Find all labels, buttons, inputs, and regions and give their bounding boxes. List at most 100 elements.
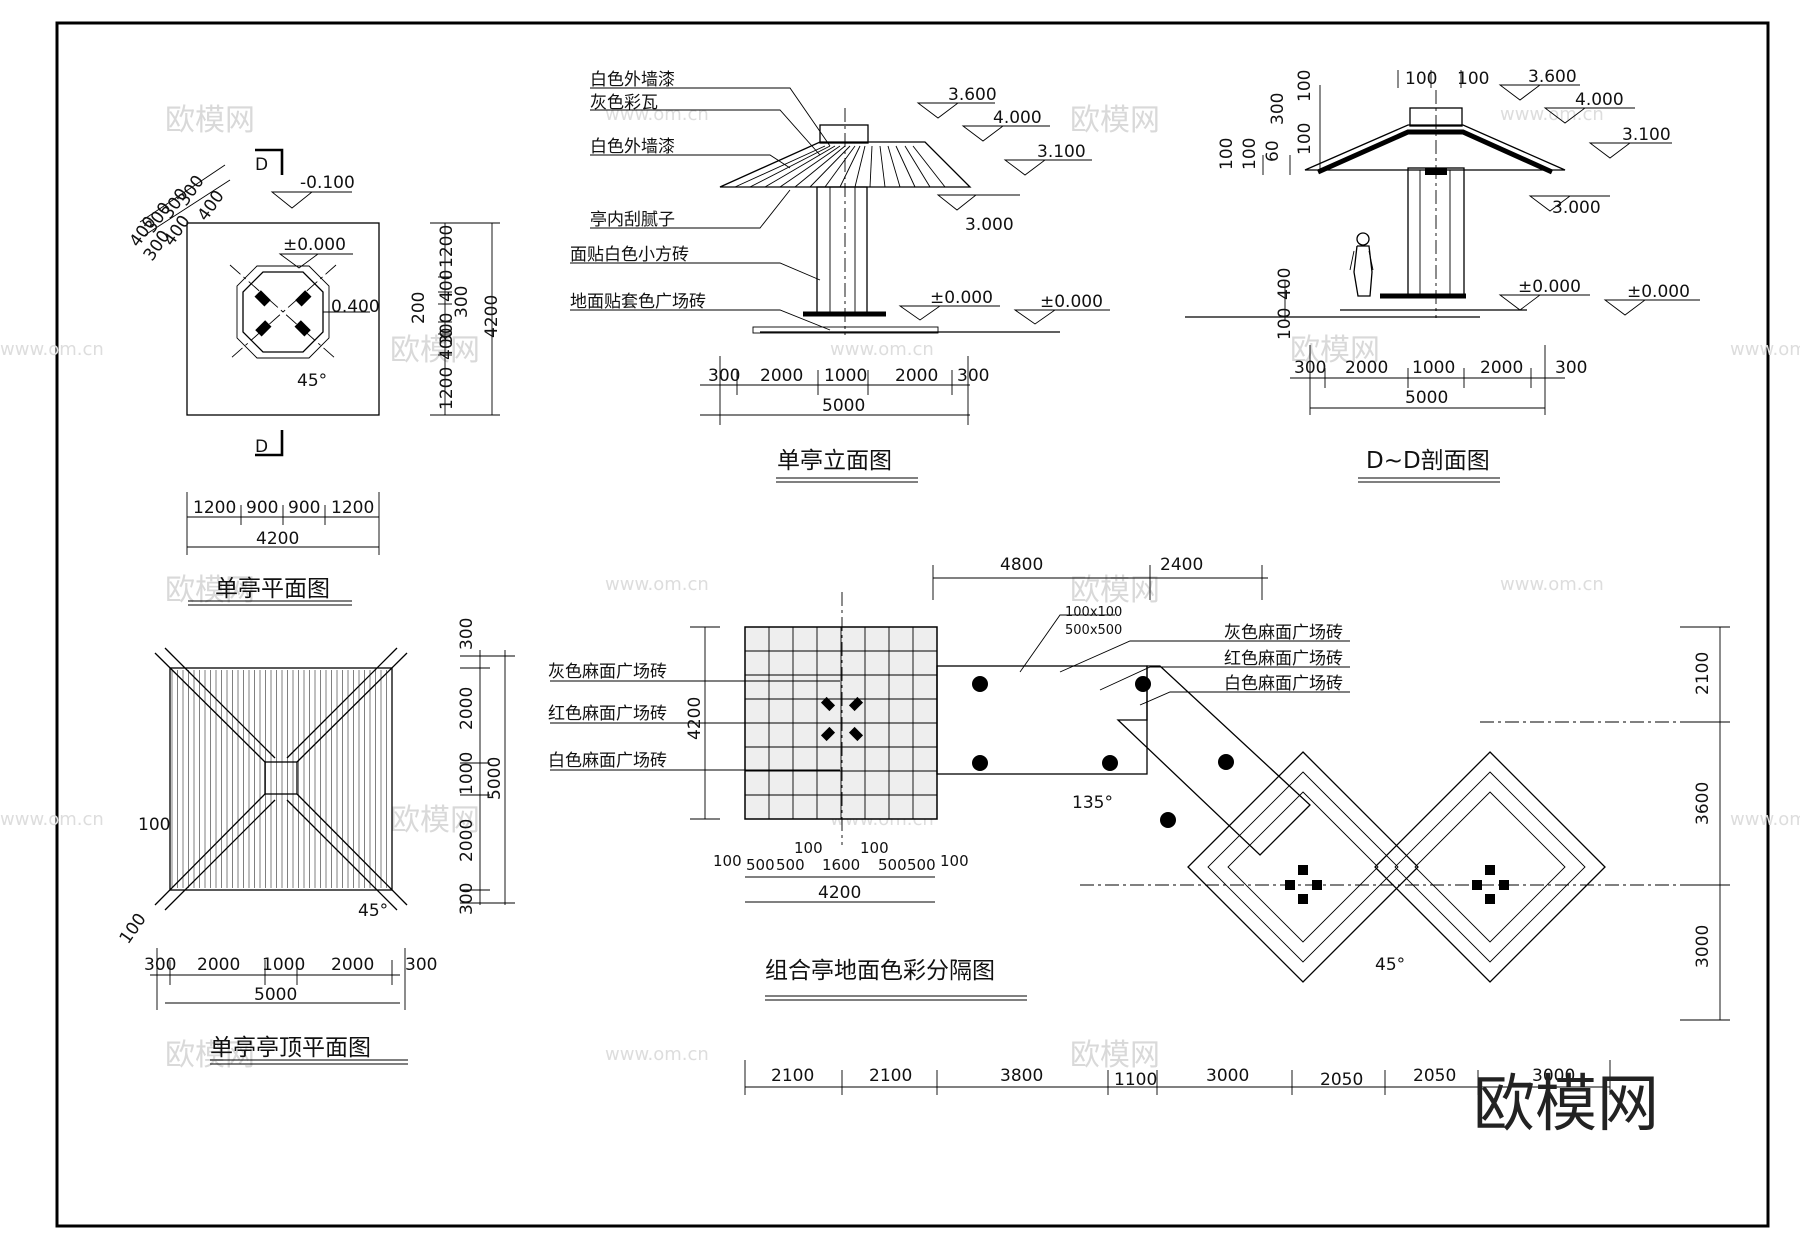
combo-under-dim: 100 [860, 839, 889, 857]
section-level: ±0.000 [1627, 282, 1690, 302]
single-plan-title: 单亭平面图 [215, 576, 330, 602]
watermark-layer: 欧模网 欧模网 欧模网 欧模网 欧模网 欧模网 欧模网 欧模网 欧模网 www.… [0, 103, 1800, 1073]
combo-under-dim: 500 [878, 856, 907, 874]
elevation-drawing [570, 87, 1110, 483]
combo-bottom-dim: 2050 [1413, 1066, 1456, 1086]
plan-section-mark-bottom: D [255, 437, 268, 457]
elevation-labels: 白色外墙漆 灰色彩瓦 白色外墙漆 亭内刮腻子 面贴白色小方砖 地面贴套色广场砖 … [570, 70, 1103, 416]
combo-title: 组合亭地面色彩分隔图 [765, 958, 995, 984]
combo-angle: 135° [1072, 793, 1113, 813]
plan-right-side-dim: 200 [409, 292, 429, 324]
plan-diag-dims: 400 300 300 300 300 400 400 [126, 172, 229, 265]
watermark-site: www.om.cn [605, 104, 709, 125]
elevation-label: 面贴白色小方砖 [570, 245, 689, 265]
roof-right-dim: 2000 [457, 687, 477, 730]
section-drawing [1185, 70, 1700, 483]
watermark-logo: 欧模网 [1473, 1067, 1659, 1140]
combo-under-dim: 100 [713, 852, 742, 870]
plan-bottom-dim: 1200 [331, 498, 374, 518]
roof-right-dim: 1000 [457, 752, 477, 795]
section-base-dim: 400 [1275, 268, 1295, 300]
section-left-dim: 100 [1295, 123, 1315, 155]
plan-level-top: -0.100 [300, 173, 355, 193]
combo-tile-note: 100x100 [1065, 605, 1122, 620]
combo-left-label: 灰色麻面广场砖 [548, 662, 667, 682]
combo-left-label: 白色麻面广场砖 [548, 751, 667, 771]
section-dim: 2000 [1345, 358, 1388, 378]
combo-bottom-dim: 3800 [1000, 1066, 1043, 1086]
combo-bottom-dim: 1100 [1114, 1070, 1157, 1090]
plan-angle: 45° [297, 371, 327, 391]
combo-right-label: 灰色麻面广场砖 [1224, 623, 1343, 643]
watermark-brand: 欧模网 [390, 333, 480, 368]
watermark-site: www.om.cn [0, 339, 104, 360]
single-plan-drawing [139, 148, 500, 606]
plan-right-dim: 400 [437, 328, 457, 360]
combo-under-dim: 500 [746, 856, 775, 874]
section-dim: 1000 [1412, 358, 1455, 378]
combo-right-dim: 3600 [1693, 782, 1713, 825]
watermark-site: www.om.cn [830, 339, 934, 360]
plan-right-dim: 300 [437, 313, 457, 345]
elevation-level: 4.000 [993, 108, 1042, 128]
elevation-label: 地面贴套色广场砖 [570, 292, 706, 312]
plan-right-dim: 1200 [437, 367, 457, 410]
combo-under-dim: 1600 [822, 856, 860, 874]
section-total: 5000 [1405, 388, 1448, 408]
sheet-border [55, 21, 1770, 1228]
combo-left-label: 红色麻面广场砖 [548, 704, 667, 724]
combo-under-total: 4200 [818, 883, 861, 903]
roof-bottom-dim: 2000 [197, 955, 240, 975]
section-left-dim: 300 [1268, 93, 1288, 125]
combo-left-total: 4200 [685, 697, 705, 740]
watermark-site: www.om.cn [1730, 339, 1800, 360]
section-title: D~D剖面图 [1366, 448, 1490, 474]
plan-level-floor: ±0.000 [283, 235, 346, 255]
section-labels: 100 100 100 300 100 100 60 100 3.600 4.0… [1217, 67, 1690, 408]
combo-right-label: 红色麻面广场砖 [1224, 649, 1343, 669]
watermark-site: www.om.cn [605, 574, 709, 595]
section-dim: 300 [1555, 358, 1587, 378]
combo-drawing [550, 565, 1730, 1095]
elevation-level: 3.600 [948, 85, 997, 105]
elevation-dim: 2000 [760, 366, 803, 386]
section-left-dim: 100 [1295, 70, 1315, 102]
watermark-brand: 欧模网 [390, 803, 480, 838]
combo-bottom-dim: 2050 [1320, 1070, 1363, 1090]
plan-right-total: 4200 [482, 295, 502, 338]
combo-tile-note: 500x500 [1065, 623, 1122, 638]
elevation-label: 白色外墙漆 [590, 137, 675, 157]
watermark-site: www.om.cn [1500, 104, 1604, 125]
section-left-dim: 100 [1217, 138, 1237, 170]
watermark-site: www.om.cn [1500, 574, 1604, 595]
roof-bottom-dim: 1000 [262, 955, 305, 975]
elevation-total: 5000 [822, 396, 865, 416]
roof-right-dim: 300 [457, 618, 477, 650]
section-top-dim: 100 [1405, 69, 1437, 89]
roof-right-dim: 2000 [457, 819, 477, 862]
plan-right-dim: 400 [437, 270, 457, 302]
combo-under-dim: 500 [907, 856, 936, 874]
elevation-dim: 300 [708, 366, 740, 386]
section-dim: 2000 [1480, 358, 1523, 378]
plan-section-mark-top: D [255, 155, 268, 175]
section-level: ±0.000 [1518, 277, 1581, 297]
elevation-level: 3.000 [965, 215, 1014, 235]
watermark-brand: 欧模网 [165, 573, 255, 608]
watermark-site: www.om.cn [0, 809, 104, 830]
plan-bottom-total: 4200 [256, 529, 299, 549]
watermark-brand: 欧模网 [1070, 1038, 1160, 1073]
watermark-site: www.om.cn [605, 1044, 709, 1065]
combo-bottom-dim: 3000 [1532, 1066, 1575, 1086]
combo-right-label: 白色麻面广场砖 [1224, 674, 1343, 694]
elevation-level: ±0.000 [1040, 292, 1103, 312]
watermark-brand: 欧模网 [165, 103, 255, 138]
watermark-site: www.om.cn [1730, 809, 1800, 830]
section-left-dim: 100 [1240, 138, 1260, 170]
roof-bottom-dim: 300 [405, 955, 437, 975]
roof-corner-dim: 100 [116, 910, 151, 948]
elevation-label: 灰色彩瓦 [590, 93, 658, 113]
elevation-level: 3.100 [1037, 142, 1086, 162]
elevation-dim: 1000 [824, 366, 867, 386]
